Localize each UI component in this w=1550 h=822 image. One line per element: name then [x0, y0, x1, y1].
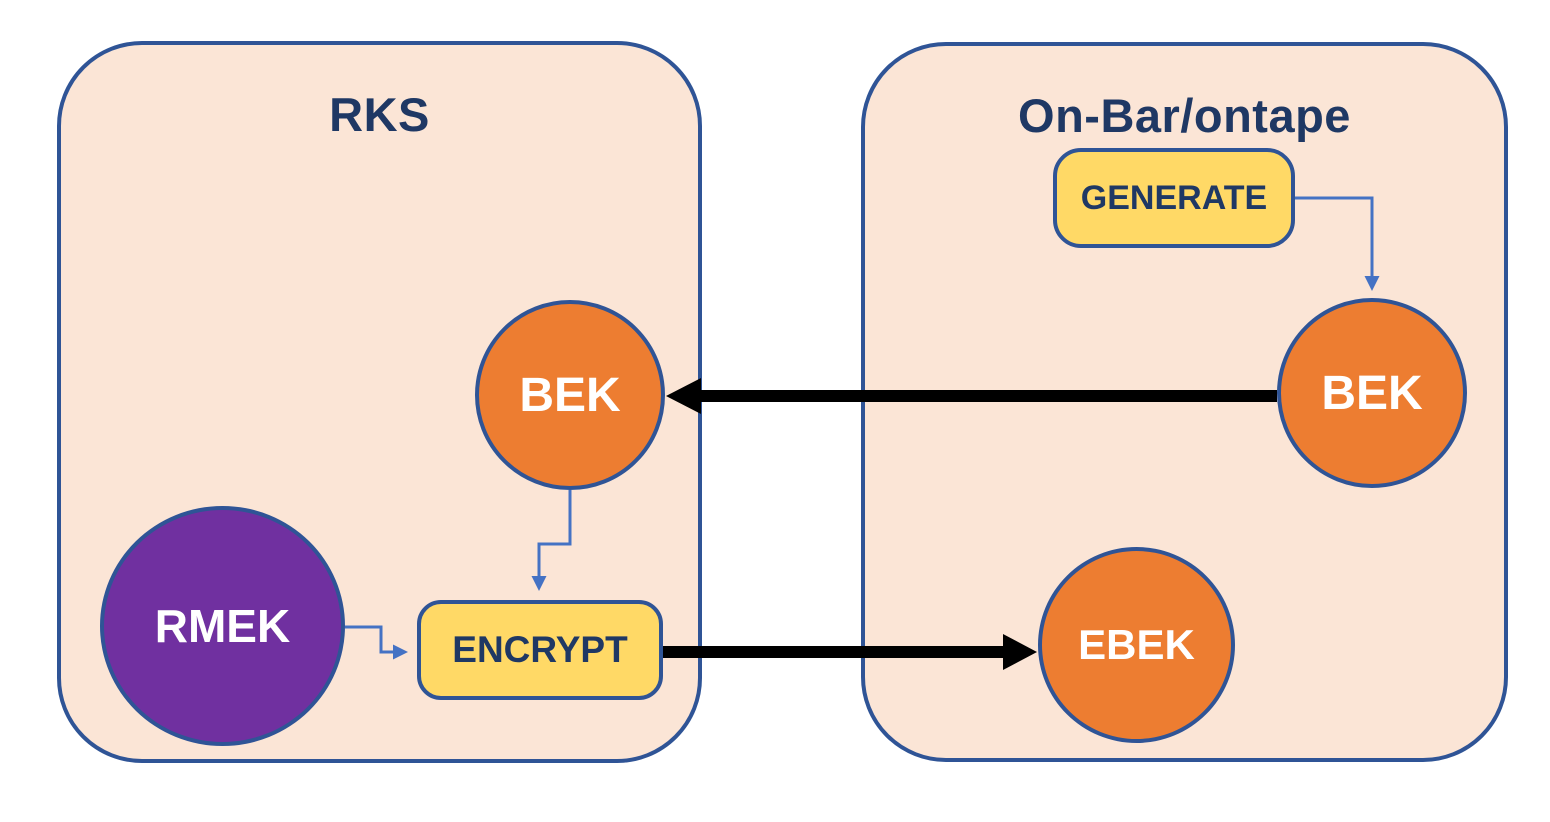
node-ebek: EBEK — [1038, 547, 1235, 743]
node-bek-right: BEK — [1277, 298, 1467, 488]
node-encrypt: ENCRYPT — [417, 600, 663, 700]
node-bek-left: BEK — [475, 300, 665, 490]
panel-onbar-title: On-Bar/ontape — [1018, 89, 1351, 142]
panel-rks-title: RKS — [329, 88, 430, 141]
node-generate: GENERATE — [1053, 148, 1295, 248]
node-rmek: RMEK — [100, 506, 345, 746]
